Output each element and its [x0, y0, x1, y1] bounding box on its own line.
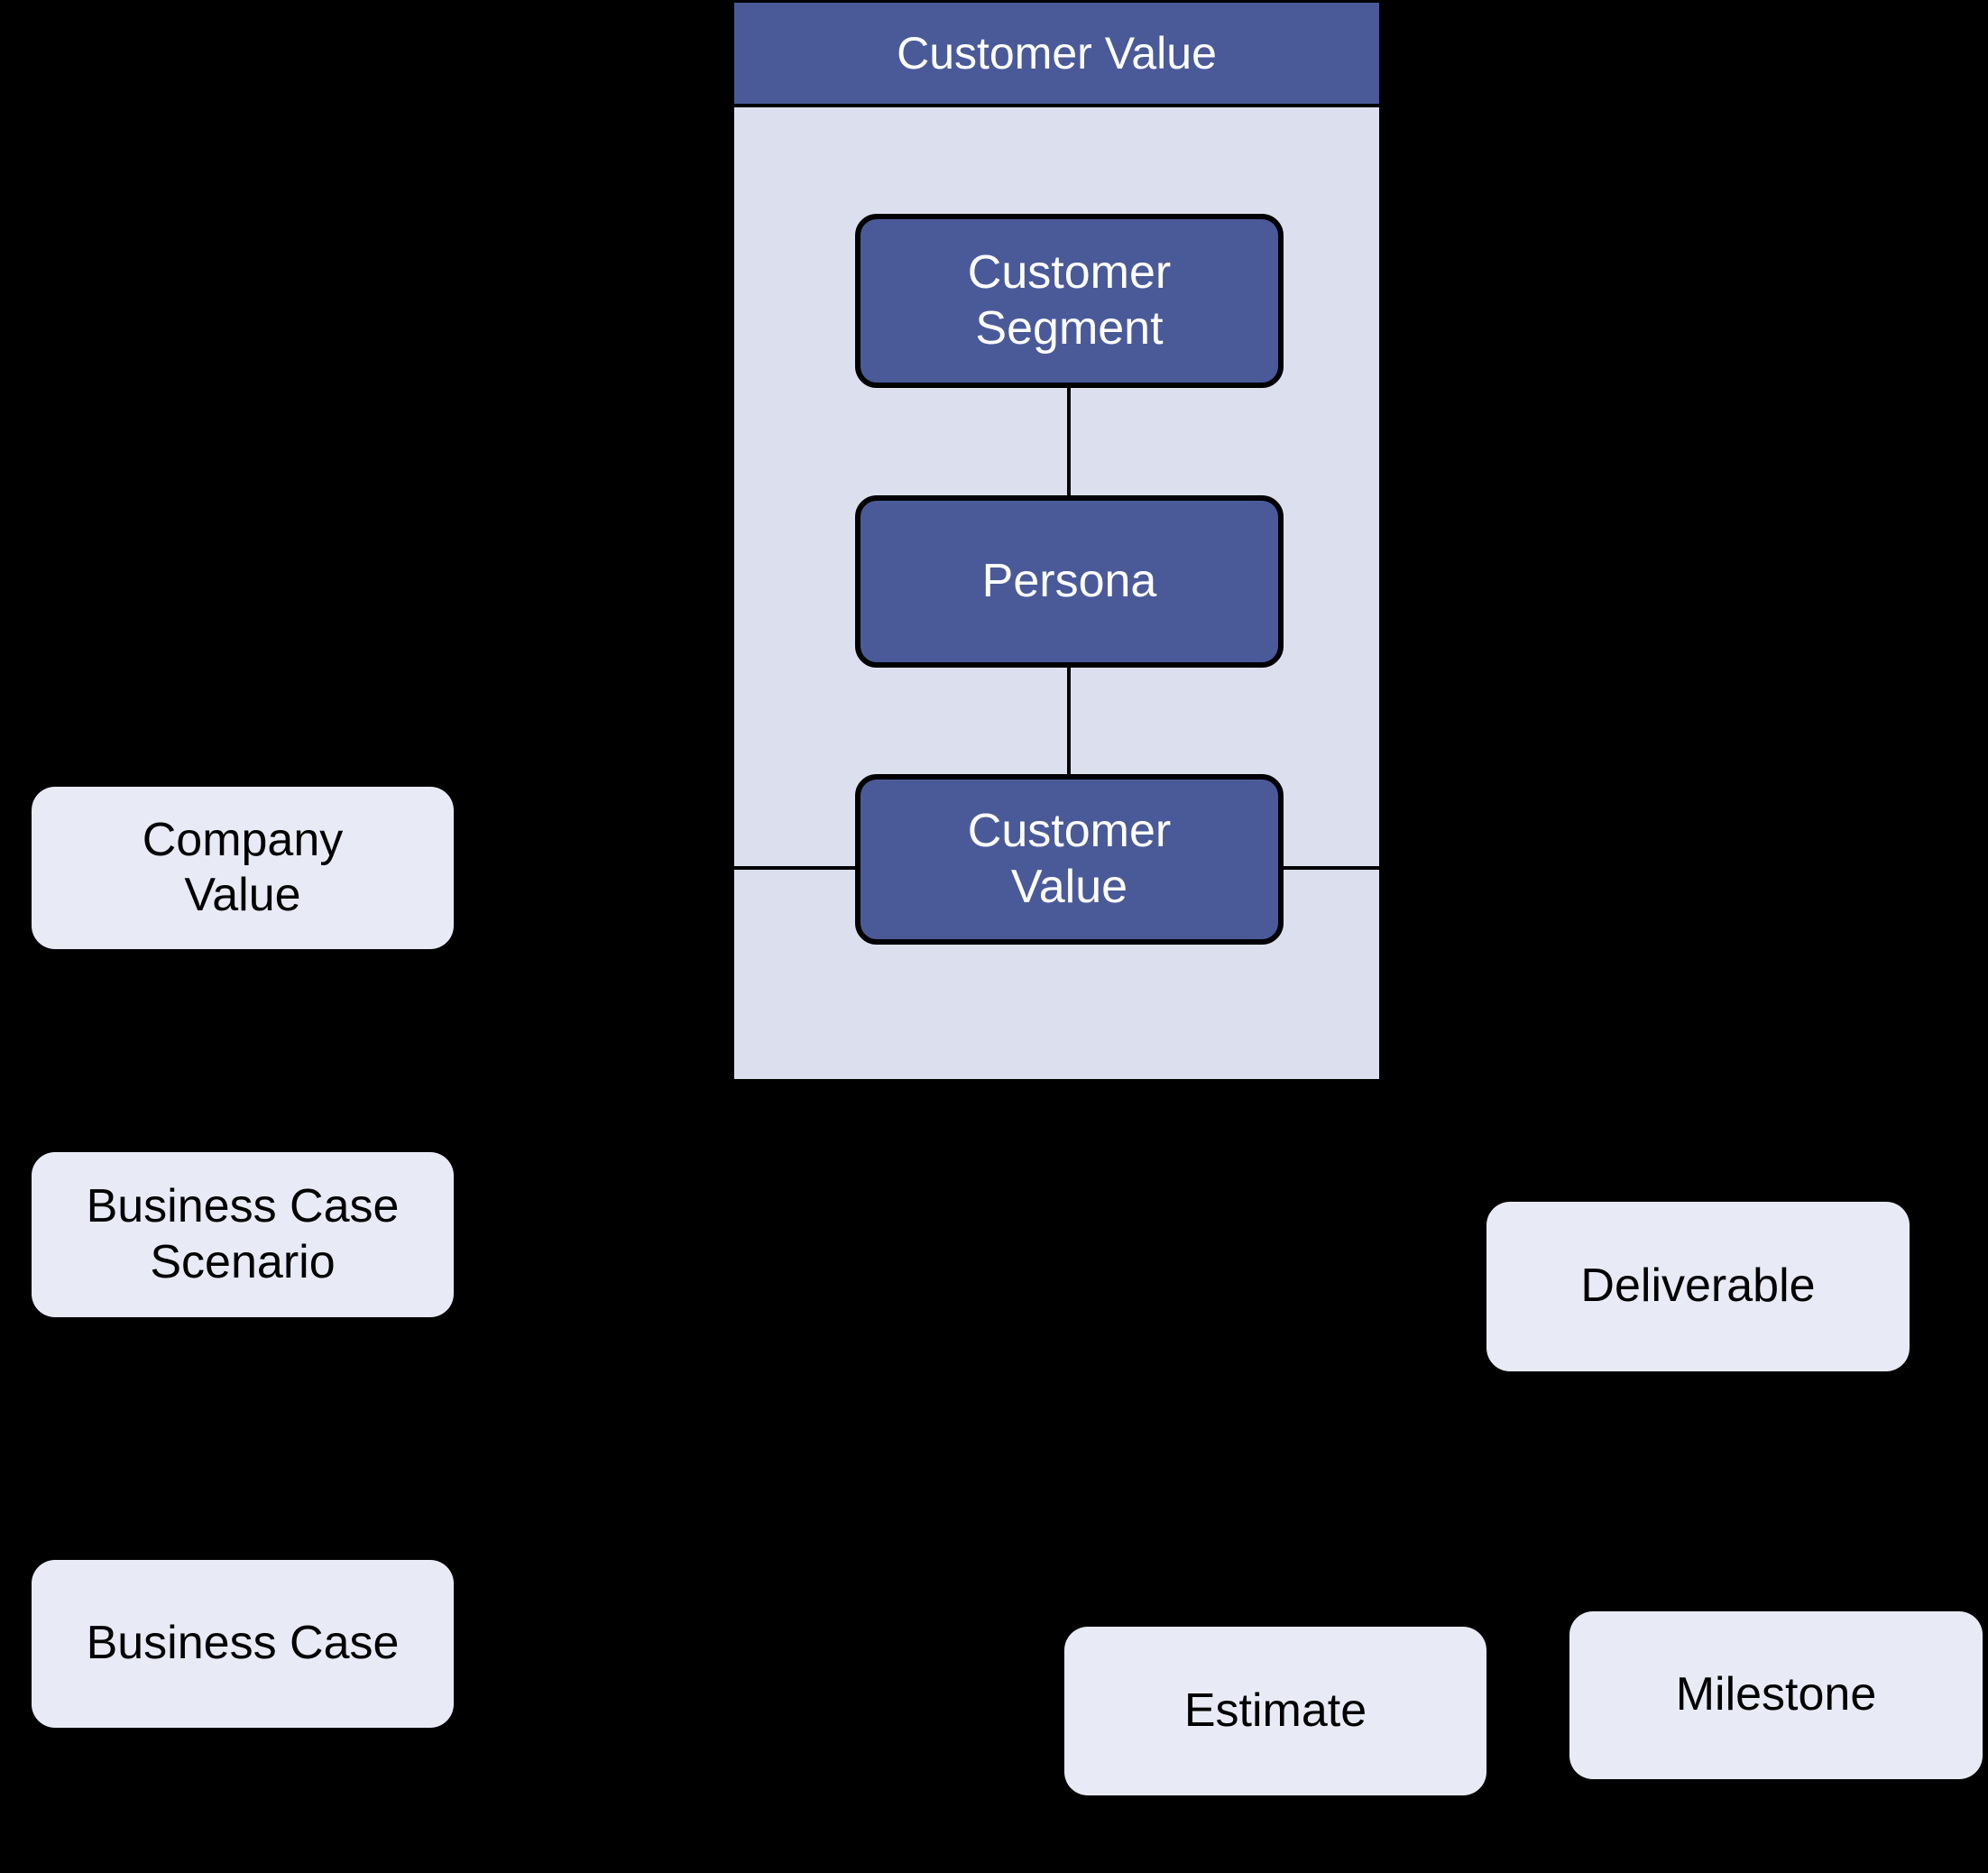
node-deliverable-label: Deliverable: [1580, 1259, 1816, 1313]
node-business-case-label: Business Case: [86, 1617, 400, 1670]
node-persona[interactable]: Persona: [855, 495, 1284, 668]
edge-customer-segment-to-persona: [1067, 383, 1071, 501]
node-persona-label: Persona: [981, 554, 1157, 607]
node-business-case[interactable]: Business Case: [32, 1560, 454, 1728]
node-estimate[interactable]: Estimate: [1064, 1627, 1486, 1795]
node-customer-segment-label: Customer Segment: [967, 246, 1172, 355]
node-business-case-scenario-label: Business Case Scenario: [86, 1180, 400, 1288]
node-milestone-label: Milestone: [1675, 1668, 1877, 1721]
node-business-case-scenario[interactable]: Business Case Scenario: [32, 1152, 454, 1317]
node-customer-value-label: Customer Value: [967, 805, 1172, 913]
node-deliverable[interactable]: Deliverable: [1486, 1202, 1910, 1371]
node-customer-segment[interactable]: Customer Segment: [855, 214, 1284, 388]
node-milestone[interactable]: Milestone: [1569, 1611, 1983, 1779]
cluster-customer-value-header: Customer Value: [732, 0, 1382, 106]
node-estimate-label: Estimate: [1183, 1684, 1367, 1737]
edge-customer-value-right-boundary: [1278, 866, 1382, 870]
node-company-value-label: Company Value: [142, 813, 344, 921]
cluster-title: Customer Value: [897, 28, 1217, 78]
node-company-value[interactable]: Company Value: [32, 787, 454, 949]
edge-customer-value-left-boundary: [732, 866, 861, 870]
node-customer-value[interactable]: Customer Value: [855, 774, 1284, 945]
edge-persona-to-customer-value: [1067, 662, 1071, 780]
